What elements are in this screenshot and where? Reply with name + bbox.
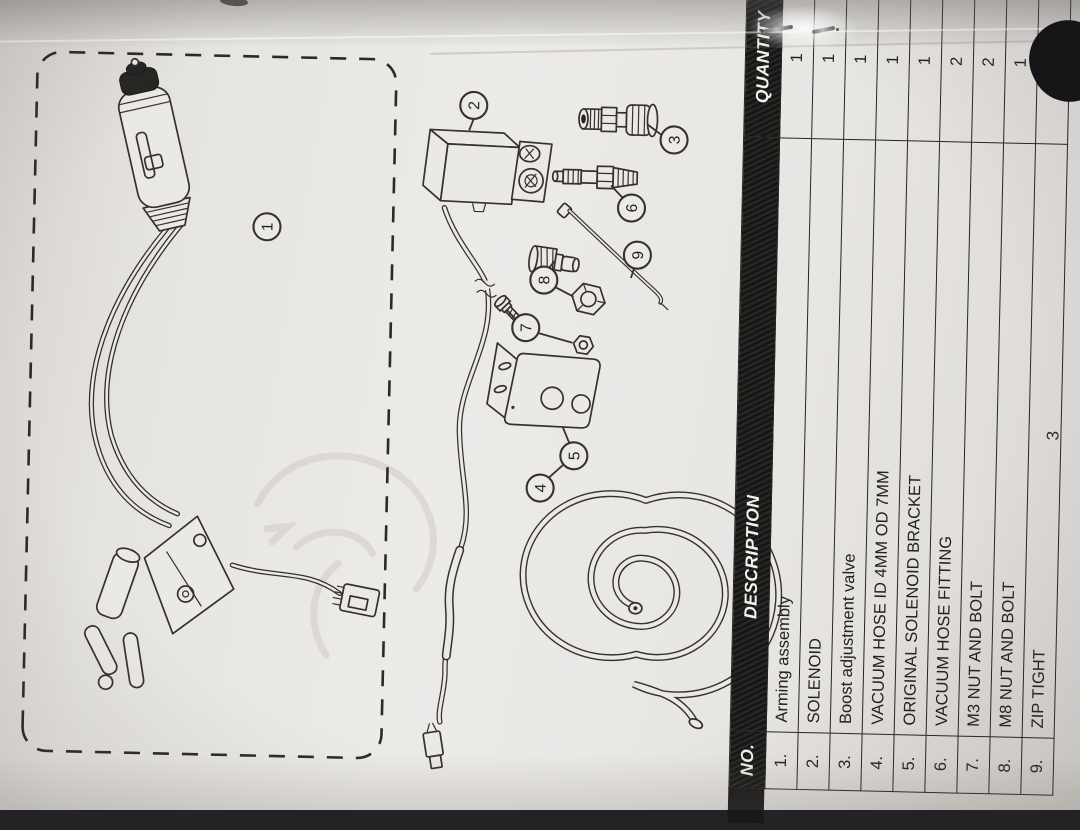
callout-7: 7 bbox=[511, 313, 541, 343]
cell-quantity: 2 bbox=[971, 0, 1008, 143]
arming-assembly-drawing bbox=[83, 57, 381, 691]
col-header-no: NO. bbox=[728, 730, 767, 789]
svg-text:8: 8 bbox=[536, 276, 553, 285]
lighter-plug-drawing bbox=[117, 57, 191, 232]
cell-no: 8. bbox=[988, 736, 1023, 795]
svg-text:1: 1 bbox=[259, 222, 276, 231]
vacuum-hose-coil-drawing bbox=[519, 490, 783, 730]
cell-no: 2. bbox=[796, 732, 831, 791]
callout-6: 6 bbox=[616, 193, 647, 223]
hose-fitting6-drawing bbox=[551, 165, 639, 190]
bracket-drawing bbox=[486, 342, 601, 429]
callout-1: 1 bbox=[252, 212, 282, 242]
cell-no: 1. bbox=[764, 731, 799, 790]
cell-no: 7. bbox=[956, 736, 991, 794]
m3-nut-drawing bbox=[572, 334, 595, 356]
zip-tie-drawing bbox=[556, 202, 669, 311]
page-showthrough-ghost bbox=[254, 452, 437, 659]
cell-quantity: 2 bbox=[939, 0, 976, 143]
svg-text:2: 2 bbox=[466, 101, 483, 110]
cell-quantity: 1 bbox=[811, 0, 848, 140]
cell-quantity: 1 bbox=[779, 0, 816, 139]
parts-table: NO. DESCRIPTION QUANTITY 1. Arming assem… bbox=[728, 0, 1072, 796]
svg-text:6: 6 bbox=[624, 204, 641, 213]
cell-no: 6. bbox=[924, 735, 959, 794]
svg-text:3: 3 bbox=[666, 135, 683, 144]
callout-9: 9 bbox=[622, 240, 652, 270]
m8-nut-drawing bbox=[571, 282, 606, 316]
solenoid-drawing bbox=[422, 128, 553, 213]
boost-valve-drawing bbox=[578, 103, 659, 138]
cell-quantity: 1 bbox=[843, 0, 880, 141]
table-header-bleed bbox=[727, 786, 765, 824]
cell-no: 5. bbox=[892, 734, 927, 793]
svg-text:4: 4 bbox=[533, 483, 550, 492]
solenoid-cable-drawing bbox=[422, 205, 503, 770]
arming-assembly-dashed-box bbox=[21, 50, 398, 760]
callout-5: 5 bbox=[559, 441, 589, 471]
cell-quantity: 1 bbox=[1003, 0, 1040, 144]
cell-no: 4. bbox=[860, 733, 895, 792]
svg-text:5: 5 bbox=[566, 451, 583, 460]
switch-connector-drawing bbox=[332, 583, 381, 618]
callout-4: 4 bbox=[525, 473, 555, 503]
callout-8: 8 bbox=[529, 265, 559, 295]
hose-fitting8-drawing bbox=[528, 245, 606, 316]
cell-quantity: 1 bbox=[907, 0, 944, 142]
callout-2: 2 bbox=[459, 90, 489, 120]
callout-3: 3 bbox=[659, 125, 689, 155]
cell-quantity: 1 bbox=[875, 0, 912, 141]
svg-text:9: 9 bbox=[630, 251, 647, 260]
svg-text:7: 7 bbox=[518, 323, 535, 332]
col-header-quantity: QUANTITY bbox=[743, 0, 784, 138]
cell-no: 3. bbox=[828, 733, 863, 791]
arming-switch-drawing bbox=[83, 515, 235, 691]
cable-end-connector-drawing bbox=[422, 722, 444, 770]
